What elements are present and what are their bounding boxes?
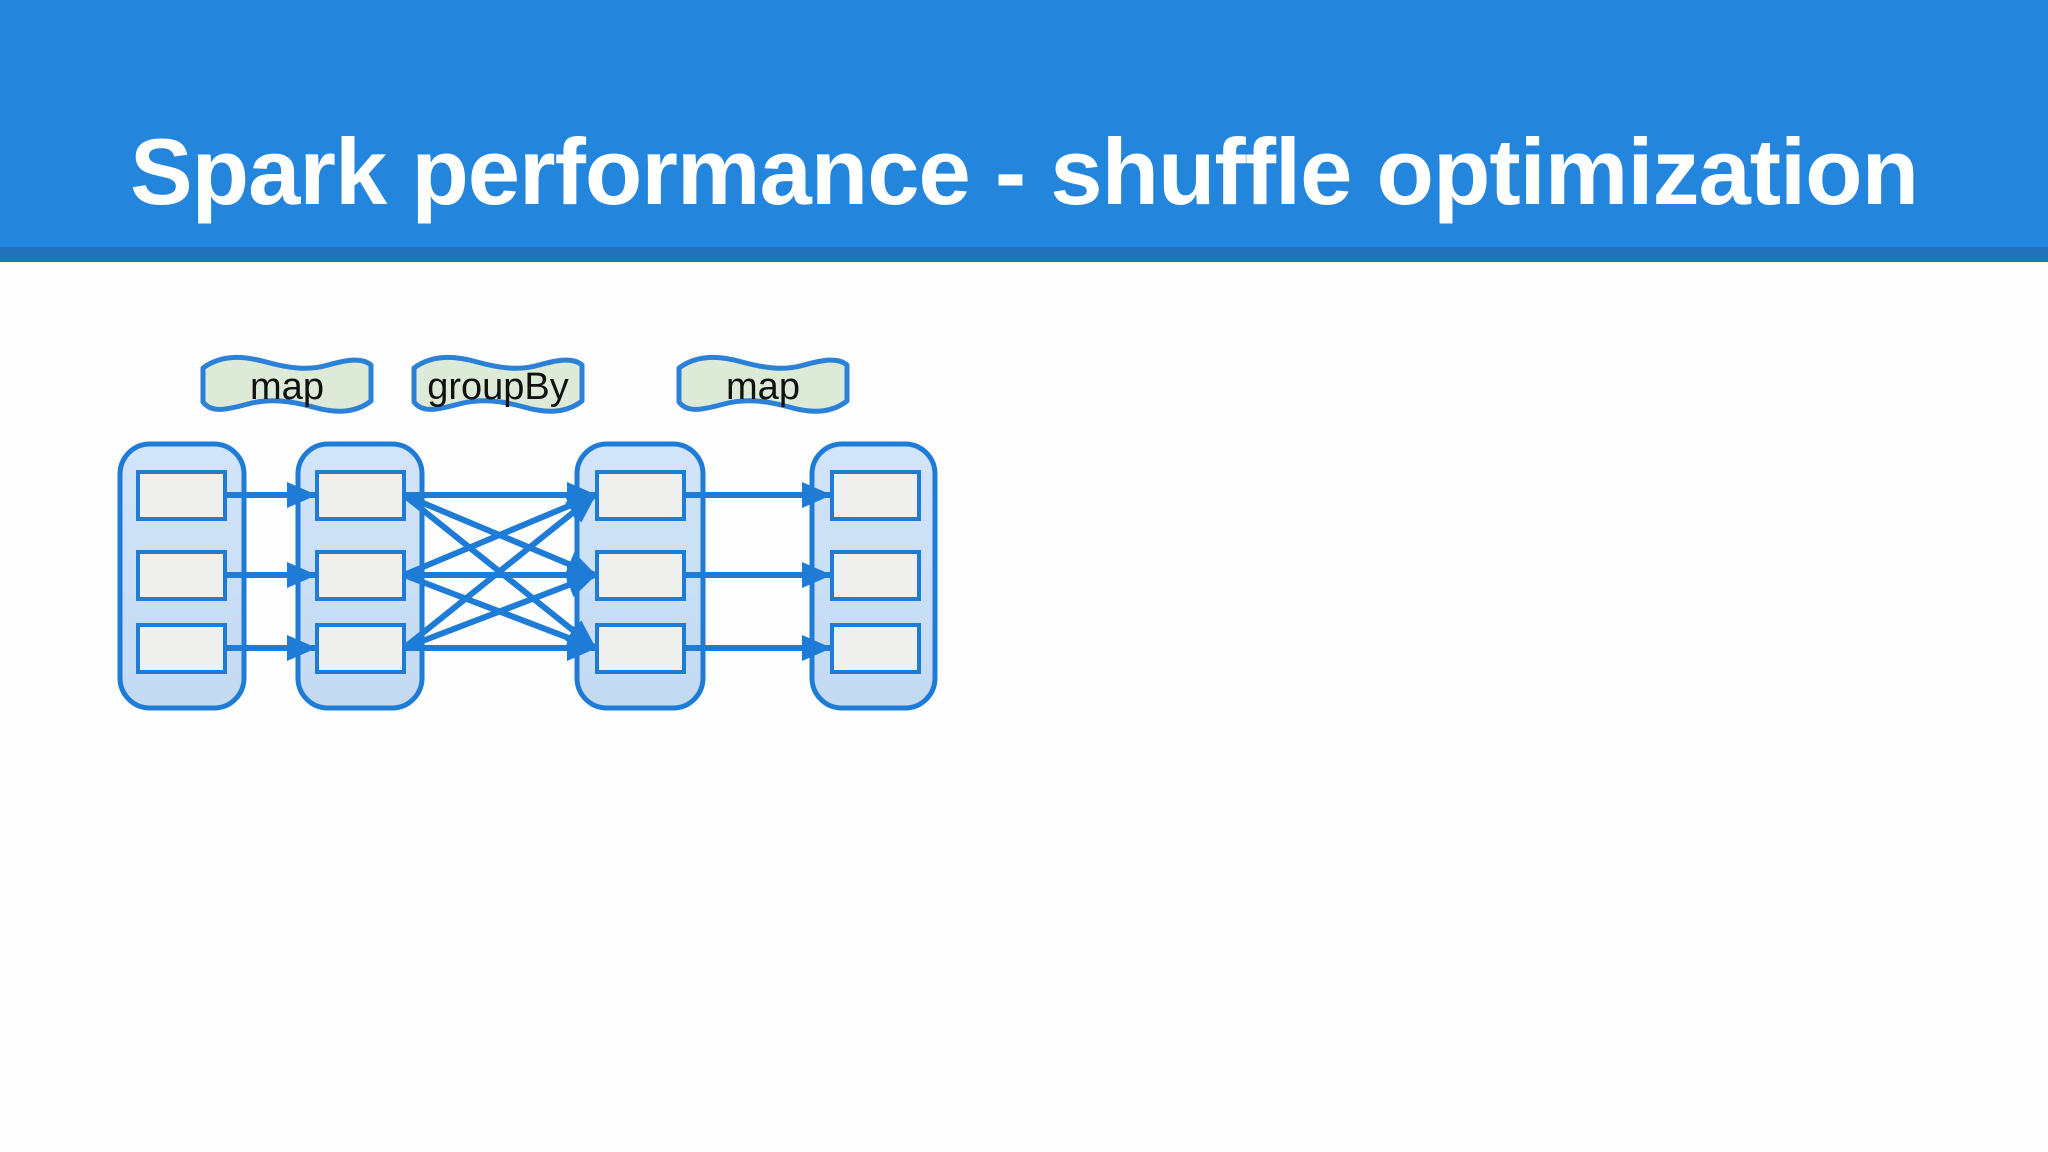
arrow [402, 572, 597, 651]
stage-label-text: groupBy [427, 366, 569, 408]
narrow-dependency-arrows-stage1 [225, 482, 317, 661]
arrow [402, 492, 597, 578]
stage-label-groupby: groupBy [414, 357, 582, 411]
arrow [402, 492, 597, 651]
header-underline-bar [0, 247, 2048, 262]
partition-cells [136, 470, 921, 674]
partition-cell [136, 470, 227, 521]
partition-cell [830, 470, 921, 521]
partition-cell [595, 623, 686, 674]
partition-cell [315, 623, 406, 674]
partition-cell [595, 550, 686, 601]
slide-title: Spark performance - shuffle optimization [129, 119, 1919, 224]
stage-label-text: map [726, 366, 800, 408]
partition-cell [315, 550, 406, 601]
partition-cell [136, 623, 227, 674]
shuffle-arrows [402, 482, 597, 661]
stage-label-map-1: map [203, 357, 371, 411]
slide-header [0, 0, 2048, 247]
partition-cell [830, 623, 921, 674]
partition-cell [830, 550, 921, 601]
stage-label-map-2: map [679, 357, 847, 411]
partition-cell [315, 470, 406, 521]
stage-label-text: map [250, 366, 324, 408]
partition-cell [595, 470, 686, 521]
partition-cell [136, 550, 227, 601]
narrow-dependency-arrows-stage3 [684, 482, 832, 661]
